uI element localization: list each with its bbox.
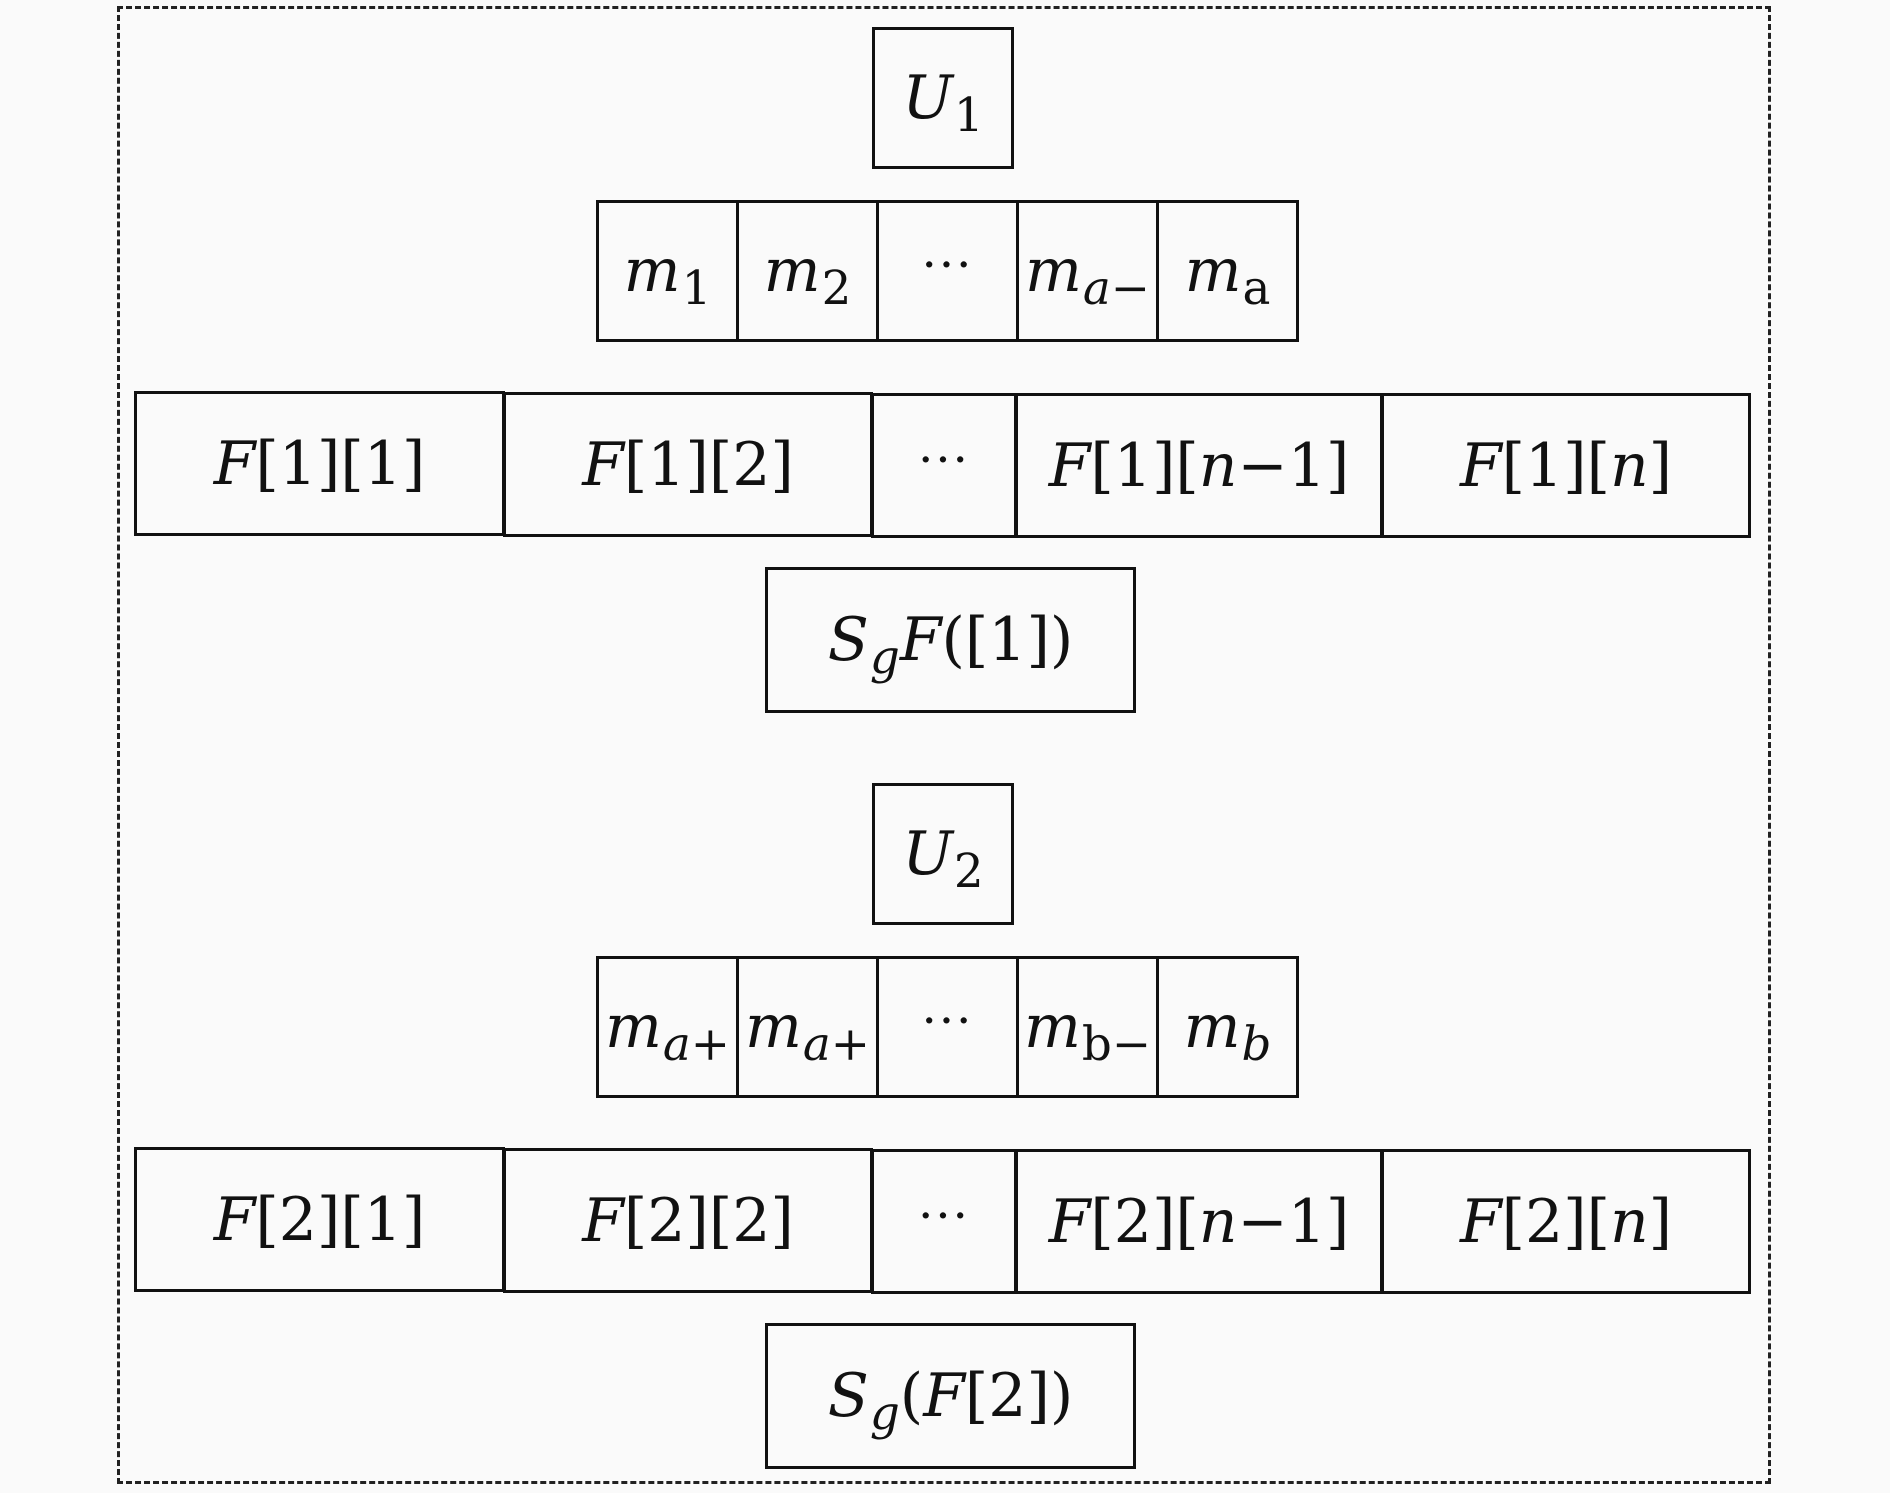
ellipsis: ··· [918,431,970,488]
message-ellipsis-box: ··· [876,200,1019,342]
signature-pre: ( [899,1361,924,1431]
fragment-box: F[2][n] [1381,1149,1751,1294]
fragment-index: [1][1] [255,428,426,499]
fragment-n: n [1198,430,1238,501]
message-base: m [744,992,802,1062]
fragment-index: [1][ [1501,430,1610,501]
message-subscript: b− [1081,1017,1152,1072]
fragment-f: F [1459,430,1502,501]
fragment-f: F [582,429,624,500]
fragment-f: F [582,1185,624,1256]
fragment-box: F[1][n−1] [1015,393,1383,538]
fragment-tail: −1] [1237,1186,1350,1257]
user-label: U [902,63,953,133]
message-subscript: a− [1082,261,1151,316]
ellipsis: ··· [921,237,974,293]
message-ellipsis-box: ··· [876,956,1019,1098]
fragment-index: [2][1] [255,1184,426,1255]
fragment-index: [1][2] [623,429,794,500]
message-subscript: 2 [821,261,852,316]
fragment-tail: ] [1648,1186,1673,1257]
fragment-index: [2][2] [623,1185,794,1256]
fragment-box: F[1][n] [1381,393,1751,538]
message-base: m [623,236,681,306]
fragment-f: F [213,1184,256,1255]
ellipsis: ··· [918,1187,970,1244]
message-base: m [1023,992,1081,1062]
fragment-tail: −1] [1237,430,1350,501]
fragment-index: [1][ [1090,430,1199,501]
user-subscript: 1 [953,88,984,143]
fragment-f: F [1048,430,1091,501]
fragment-index: [2][ [1090,1186,1199,1257]
fragment-ellipsis-box: ··· [871,1149,1017,1294]
fragment-box: F[2][1] [134,1147,505,1292]
message-subscript: a [1242,261,1271,316]
signature-rest: [2]) [964,1361,1074,1431]
signature-g: g [869,630,900,685]
message-subscript: b [1241,1017,1272,1072]
signature-rest: ([1]) [941,605,1074,675]
fragment-index: [2][ [1501,1186,1610,1257]
signature-s: S [827,1361,869,1431]
fragment-f: F [213,428,256,499]
fragment-box: F[2][2] [503,1148,873,1293]
fragment-ellipsis-box: ··· [871,393,1017,538]
signature-s: S [827,605,869,675]
fragment-tail: ] [1648,430,1673,501]
message-base: m [1184,236,1242,306]
fragment-box: F[2][n−1] [1015,1149,1383,1294]
fragment-n: n [1609,1186,1649,1257]
user-subscript: 2 [953,844,984,899]
diagram-frame [117,6,1771,1484]
fragment-n: n [1609,430,1649,501]
fragment-f: F [1459,1186,1502,1257]
message-base: m [763,236,821,306]
fragment-f: F [1048,1186,1091,1257]
signature-f: F [923,1361,965,1431]
fragment-box: F[1][1] [134,391,505,536]
message-subscript: 1 [681,261,712,316]
signature-g: g [869,1386,900,1441]
fragment-box: F[1][2] [503,392,873,537]
fragment-n: n [1198,1186,1238,1257]
message-subscript: a+ [662,1017,731,1072]
message-base: m [1024,236,1082,306]
message-subscript: a+ [802,1017,871,1072]
message-base: m [604,992,662,1062]
signature-f: F [899,605,942,675]
message-base: m [1183,992,1241,1062]
user-label: U [902,819,953,889]
ellipsis: ··· [921,993,974,1049]
